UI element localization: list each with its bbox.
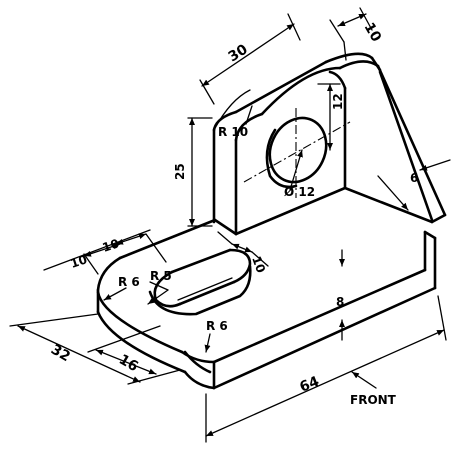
front-label: FRONT [350,393,397,407]
dimension-lines [9,7,451,443]
hole [243,108,351,198]
dim-10-slot: 10 [249,254,268,274]
dim-r5: R 5 [150,269,172,283]
dim-32: 32 [48,342,73,366]
dim-8: 8 [336,295,344,309]
dim-r10: R 10 [218,125,248,139]
base-plate [96,186,437,390]
dim-64: 64 [298,373,322,395]
dim-25: 25 [173,163,187,180]
dim-10-left-a: 10 [69,252,89,270]
dimension-texts: 30 10 12 R 10 25 Ø 12 6 10 10 R 6 R 5 10… [48,20,418,407]
dim-r6-left: R 6 [118,275,140,289]
dim-16: 16 [116,352,141,376]
dim-30: 30 [226,41,251,65]
dim-12-hole-height: 12 [331,93,345,110]
dim-10-left-b: 10 [101,236,121,254]
dim-dia-12: Ø 12 [284,185,315,199]
dim-r6-bottom: R 6 [206,319,228,333]
dim-10-top: 10 [361,20,385,45]
dim-6-rib: 6 [410,171,418,185]
upright-block [212,52,447,236]
